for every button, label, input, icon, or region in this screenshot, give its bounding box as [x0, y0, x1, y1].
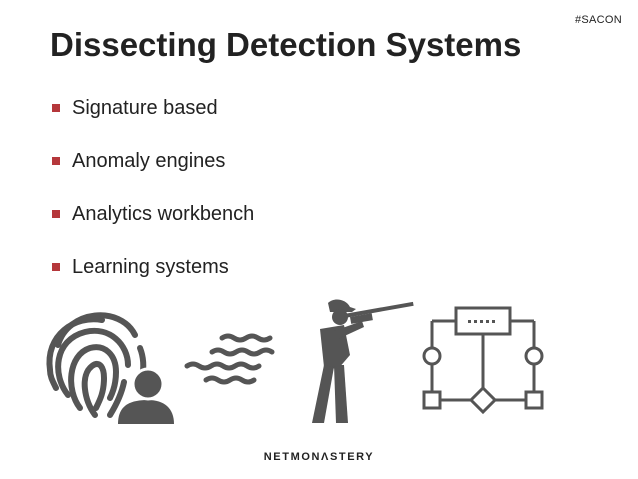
bullet-item-analytics: Analytics workbench: [52, 200, 254, 228]
hunter-with-rifle-icon: [312, 299, 414, 423]
wavy-lines-icon: [184, 333, 275, 385]
fingerprint-user-icon: [46, 312, 174, 424]
footer-logo: NETMONΛSTERY: [263, 451, 375, 463]
flowchart-icon: [422, 306, 544, 415]
slide-title: Dissecting Detection Systems: [50, 26, 522, 63]
bullet-label: Anomaly engines: [72, 149, 226, 172]
bullet-label: Signature based: [72, 96, 218, 119]
bullet-marker: [52, 104, 60, 112]
bullet-marker: [52, 263, 60, 271]
bullet-item-learning: Learning systems: [52, 253, 254, 281]
bullet-list: Signature based Anomaly engines Analytic…: [52, 94, 254, 306]
bullet-label: Analytics workbench: [72, 202, 255, 225]
hashtag-label: #SACON: [574, 14, 622, 26]
bullet-marker: [52, 210, 60, 218]
bullet-label: Learning systems: [72, 255, 229, 278]
bullet-item-anomaly: Anomaly engines: [52, 147, 254, 175]
bullet-item-signature: Signature based: [52, 94, 254, 122]
bullet-marker: [52, 157, 60, 165]
